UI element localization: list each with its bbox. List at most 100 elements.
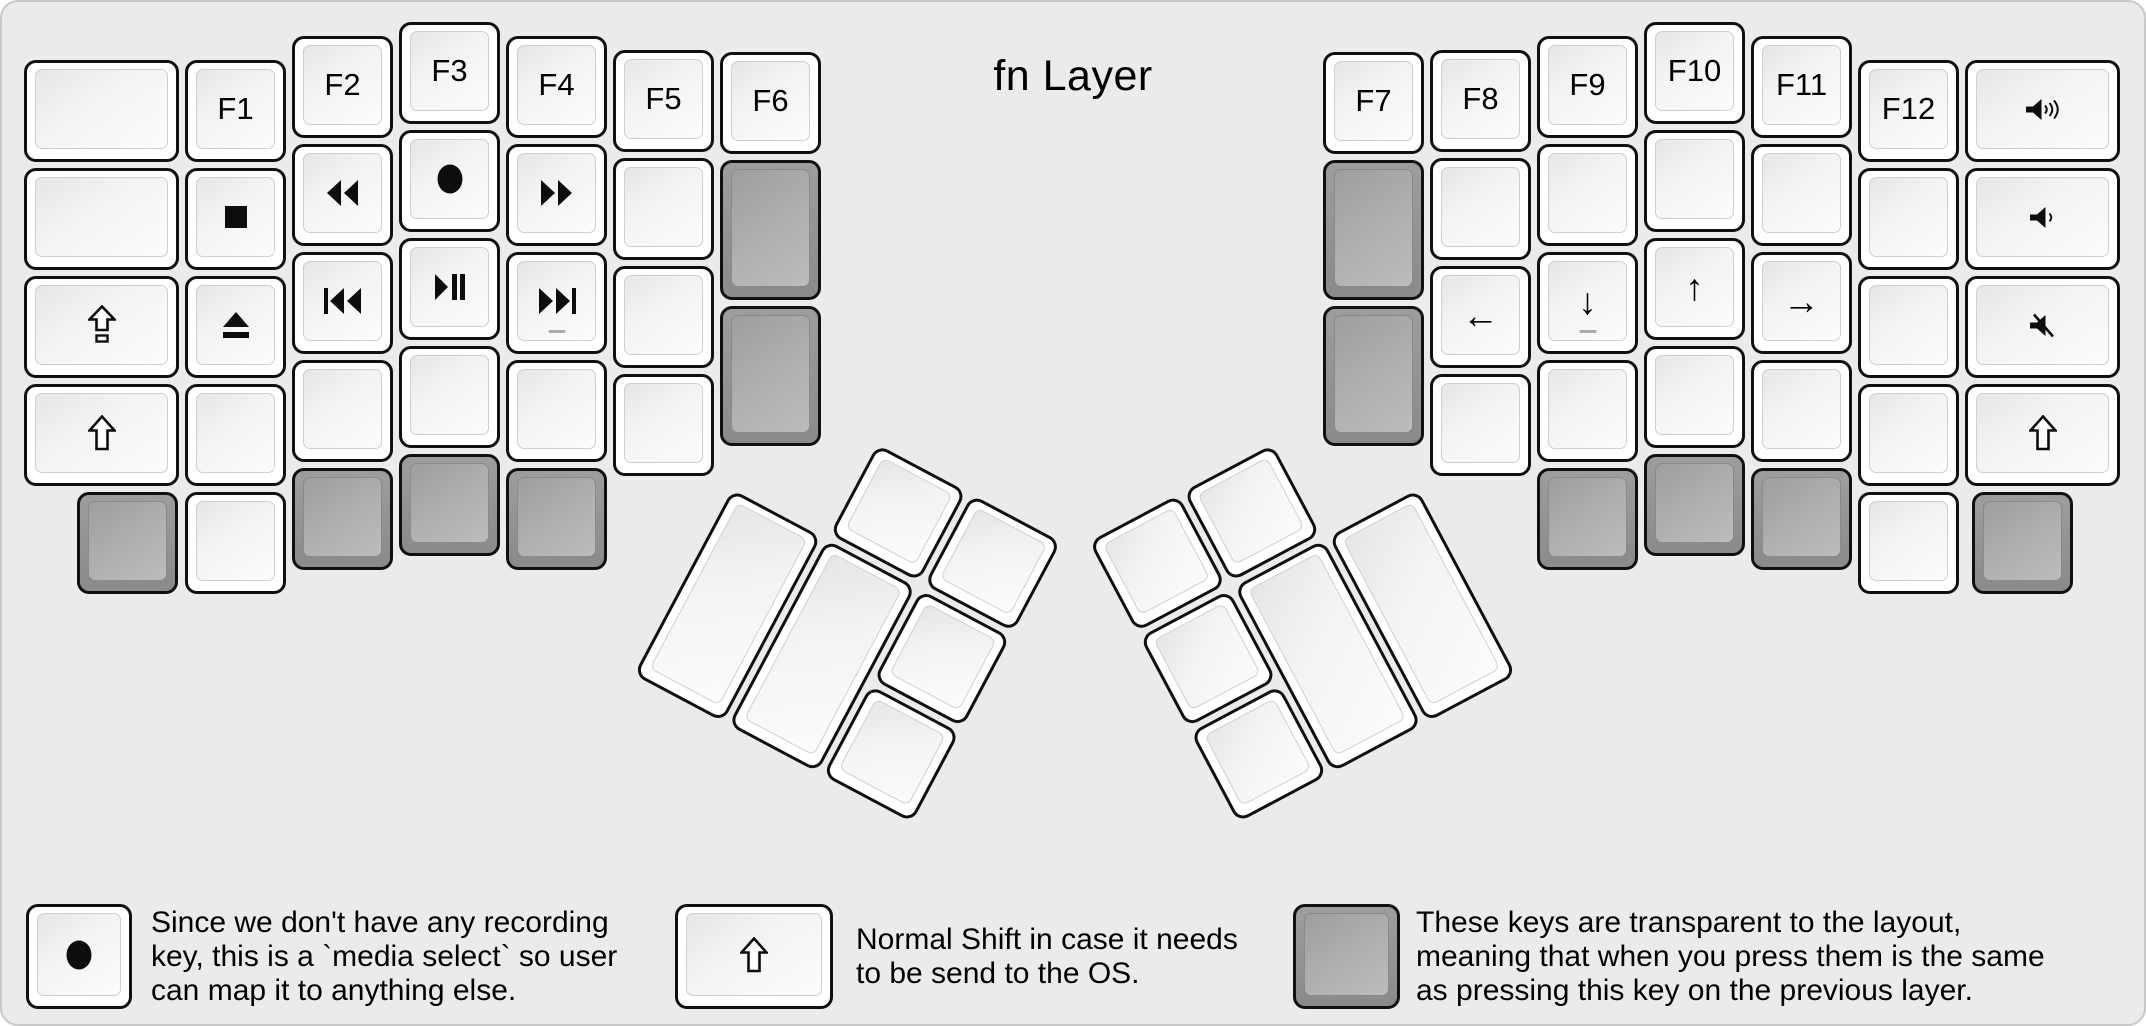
keytop <box>1869 501 1948 581</box>
fast-forward-icon <box>540 180 573 206</box>
homing-bar <box>1579 329 1596 333</box>
key-transparent <box>1644 454 1745 556</box>
keytop <box>1655 463 1734 543</box>
key-transparent <box>720 306 821 446</box>
key-label: F7 <box>1355 83 1392 118</box>
keytop <box>303 261 382 341</box>
keytop: F1 <box>196 69 275 149</box>
key-blank <box>1644 130 1745 232</box>
key-label: F10 <box>1667 53 1722 88</box>
keytop: F2 <box>303 45 382 125</box>
key-prev-track <box>292 252 393 354</box>
keytop <box>1976 69 2109 149</box>
caps-lock-icon <box>87 305 116 345</box>
key-arrow-right: → <box>1751 252 1852 354</box>
key-f5: F5 <box>613 50 714 152</box>
key-blank <box>292 360 393 462</box>
keytop: → <box>1762 261 1841 341</box>
key-volume-up <box>1965 60 2120 162</box>
key-transparent <box>1537 468 1638 570</box>
keytop <box>35 69 168 149</box>
keytop: F8 <box>1441 59 1520 139</box>
key-blank <box>1751 144 1852 246</box>
keytop: ↓ <box>1548 261 1627 341</box>
keytop <box>1869 393 1948 473</box>
keytop <box>517 477 596 557</box>
keytop <box>1441 167 1520 247</box>
shift-icon <box>740 936 768 973</box>
key-stop <box>185 168 286 270</box>
key-blank <box>613 374 714 476</box>
keytop: F5 <box>624 59 703 139</box>
keytop <box>838 698 946 807</box>
keytop <box>1976 393 2109 473</box>
keytop: F6 <box>731 61 810 141</box>
keytop <box>1869 177 1948 257</box>
keytop <box>37 913 121 996</box>
keytop <box>1548 153 1627 233</box>
rewind-icon <box>326 180 359 206</box>
keytop <box>303 369 382 449</box>
keytop: F7 <box>1334 61 1413 141</box>
keytop <box>517 369 596 449</box>
key-blank <box>1537 360 1638 462</box>
keytop <box>303 153 382 233</box>
key-volume-down <box>1965 168 2120 270</box>
key-blank <box>185 384 286 486</box>
key-arrow-left: ← <box>1430 266 1531 368</box>
keytop: F3 <box>410 31 489 111</box>
stop-icon <box>224 205 248 229</box>
key-blank <box>1858 384 1959 486</box>
keytop <box>35 177 168 257</box>
key-blank <box>24 60 179 162</box>
volume-up-icon <box>2024 97 2062 122</box>
keytop <box>196 177 275 257</box>
keytop <box>1334 169 1413 287</box>
key-caps-lock <box>24 276 179 378</box>
keytop: ↑ <box>1655 247 1734 327</box>
next-track-icon <box>538 288 576 314</box>
key-transparent <box>506 468 607 570</box>
key-transparent <box>720 160 821 300</box>
key-blank <box>1430 158 1531 260</box>
keytop <box>1548 477 1627 557</box>
keytop <box>410 247 489 327</box>
layer-title: fn Layer <box>993 52 1153 100</box>
key-f9: F9 <box>1537 36 1638 138</box>
mute-icon <box>2028 313 2058 338</box>
key-transparent <box>1323 306 1424 446</box>
keytop <box>1197 457 1305 566</box>
key-label: ← <box>1462 294 1499 336</box>
keytop <box>731 169 810 287</box>
record-icon <box>64 938 94 972</box>
keytop <box>1762 153 1841 233</box>
keytop <box>624 167 703 247</box>
keytop <box>1655 355 1734 435</box>
key-blank <box>1858 168 1959 270</box>
key-label: F9 <box>1569 67 1606 102</box>
legend-key-record <box>26 904 132 1009</box>
key-label: F1 <box>217 91 254 126</box>
key-transparent <box>399 454 500 556</box>
keytop <box>1976 177 2109 257</box>
keytop <box>731 315 810 433</box>
key-label: F11 <box>1775 67 1828 102</box>
keytop <box>1304 913 1389 996</box>
key-f1: F1 <box>185 60 286 162</box>
key-label: F8 <box>1462 81 1499 116</box>
keytop <box>517 153 596 233</box>
key-transparent <box>1751 468 1852 570</box>
key-blank <box>1430 374 1531 476</box>
key-blank <box>1858 276 1959 378</box>
key-label: F12 <box>1881 91 1936 126</box>
key-transparent <box>1323 160 1424 300</box>
keytop: F4 <box>517 45 596 125</box>
key-label: ↓ <box>1578 280 1597 322</box>
legend-text-3: These keys are transparent to the layout… <box>1416 905 2045 1007</box>
key-label: F3 <box>431 53 468 88</box>
keytop: ← <box>1441 275 1520 355</box>
key-f8: F8 <box>1430 50 1531 152</box>
key-f11: F11 <box>1751 36 1852 138</box>
